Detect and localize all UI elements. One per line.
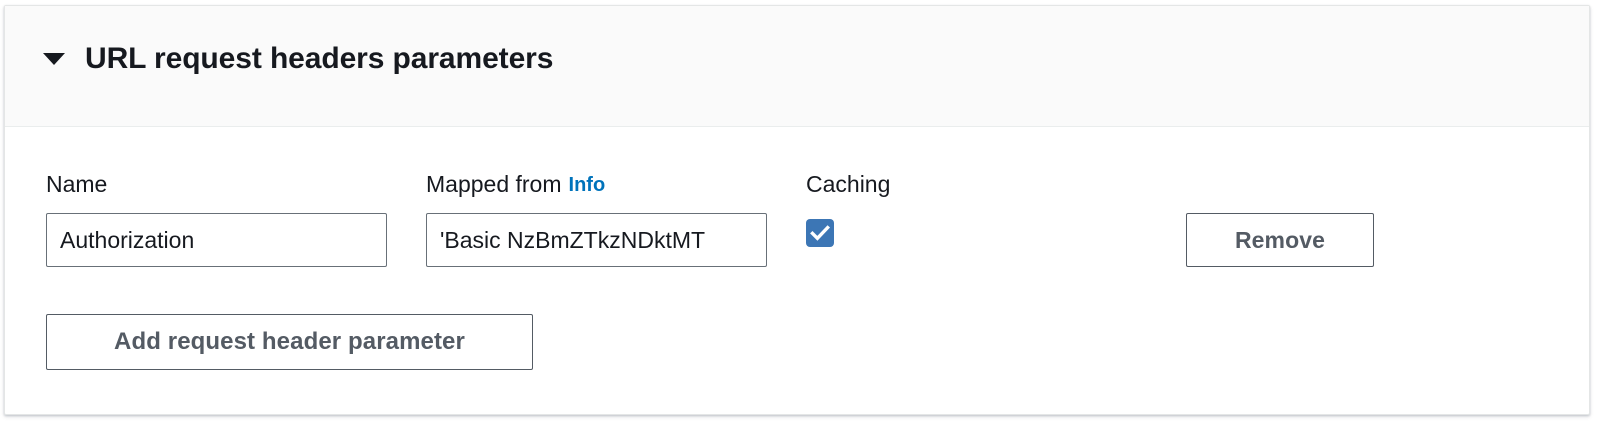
add-request-header-parameter-button[interactable]: Add request header parameter [46, 314, 533, 370]
header-name-input[interactable] [46, 213, 387, 267]
remove-button[interactable]: Remove [1186, 213, 1374, 267]
url-request-headers-parameters-panel: URL request headers parameters Name Mapp… [4, 5, 1590, 415]
chevron-down-icon[interactable] [43, 53, 65, 65]
header-mapped-from-input[interactable] [426, 213, 767, 267]
panel-header-toggle[interactable]: URL request headers parameters [5, 6, 1589, 127]
mapped-from-label-text: Mapped from [426, 171, 562, 197]
page-title: URL request headers parameters [85, 42, 554, 75]
checkbox-checked-icon [806, 219, 834, 247]
caching-column-label: Caching [806, 171, 891, 197]
mapped-from-column-label: Mapped from Info [426, 170, 605, 199]
panel-header-content: URL request headers parameters [43, 44, 553, 74]
caching-checkbox[interactable] [806, 219, 834, 247]
info-link[interactable]: Info [568, 174, 606, 196]
panel-body: Name Mapped from Info Caching Remove Add … [5, 127, 1589, 414]
name-column-label: Name [46, 171, 108, 197]
